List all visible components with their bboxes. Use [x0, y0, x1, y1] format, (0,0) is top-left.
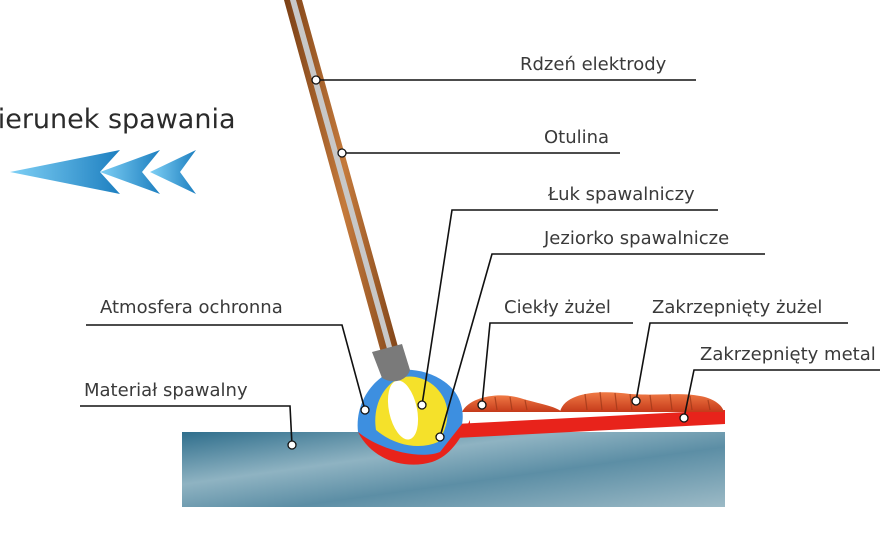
label-weld-pool: Jeziorko spawalnicze — [543, 228, 729, 249]
label-solidified-slag: Zakrzepnięty żużel — [652, 297, 822, 318]
leader-lines — [80, 75, 880, 450]
label-electrode-core: Rdzeń elektrody — [520, 54, 667, 75]
liquid-slag-marker — [477, 400, 487, 410]
arc-core — [387, 380, 419, 440]
electrode-core-marker — [311, 75, 321, 85]
solidified-metal-bead — [455, 410, 725, 438]
label-base-material: Materiał spawalny — [84, 380, 248, 401]
direction-label: Kierunek spawania — [0, 104, 236, 135]
label-shielding-gas: Atmosfera ochronna — [100, 297, 283, 318]
weld-pool-marker — [435, 432, 445, 442]
direction-arrows-icon — [10, 150, 196, 194]
electrode — [284, 0, 410, 382]
base-material-marker — [287, 440, 297, 450]
shielding-gas-marker — [360, 405, 370, 415]
label-welding-arc: Łuk spawalniczy — [547, 184, 695, 205]
slag-layer — [462, 391, 724, 412]
coating-marker — [337, 148, 347, 158]
welding-arc-marker — [417, 400, 427, 410]
solidified-slag-marker — [631, 396, 641, 406]
label-liquid-slag: Ciekły żużel — [504, 297, 611, 318]
label-solidified-metal: Zakrzepnięty metal — [700, 344, 876, 365]
label-coating: Otulina — [544, 127, 609, 148]
solidified-metal-marker — [679, 413, 689, 423]
